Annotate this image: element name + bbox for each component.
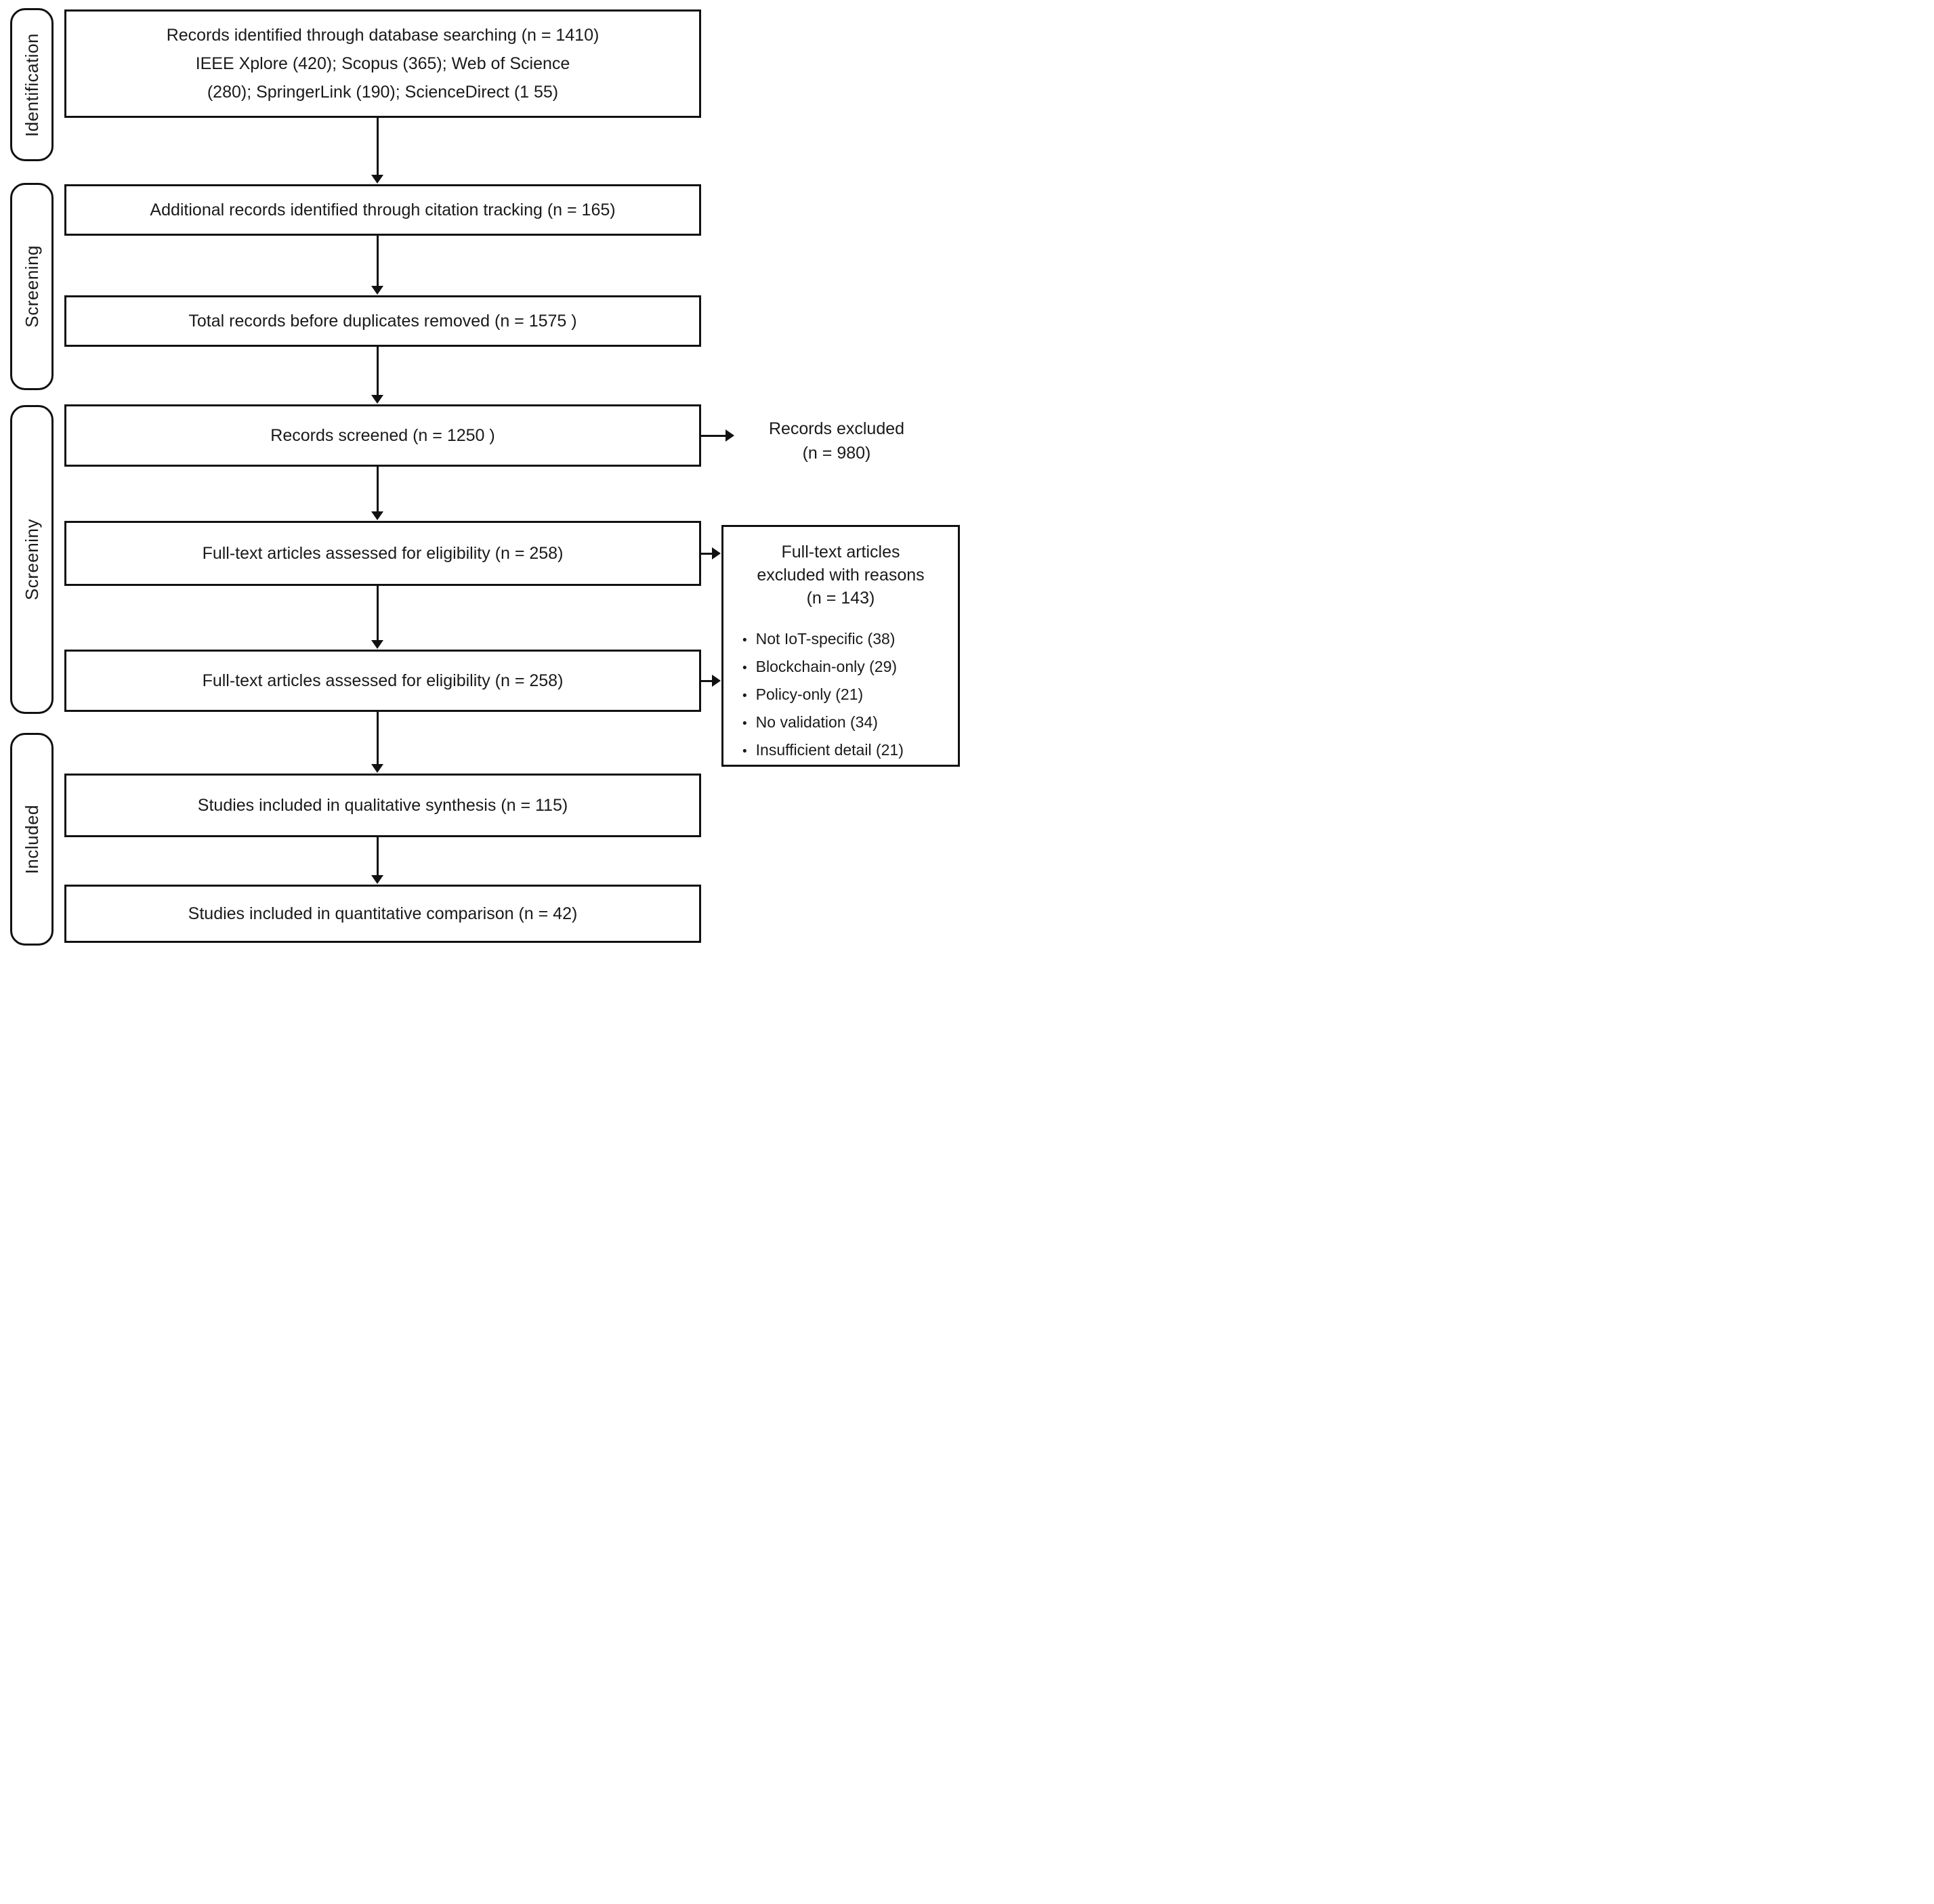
excluded-reasons-box: Full-text articles excluded with reasons… bbox=[721, 525, 960, 767]
quantitative-comparison-text: Studies included in quantitative compari… bbox=[188, 904, 578, 923]
records-identified-line3: (280); SpringerLink (190); ScienceDirect… bbox=[207, 83, 559, 102]
stage-label-identification: Identification bbox=[10, 8, 54, 161]
down-arrow-duplicates-to-screened bbox=[377, 347, 379, 396]
stage-label-screening: Screening bbox=[10, 183, 54, 390]
stage-label-screeniny: Screeniny bbox=[10, 405, 54, 714]
excluded-reasons-list: • Not IoT-specific (38) • Blockchain-onl… bbox=[723, 626, 958, 765]
qualitative-synthesis-text: Studies included in qualitative synthesi… bbox=[197, 796, 568, 815]
down-arrow-citation-to-duplicates bbox=[377, 236, 379, 287]
excluded-reason-text: Blockchain-only (29) bbox=[755, 658, 898, 675]
stage-label-screeniny-text: Screeniny bbox=[21, 518, 42, 601]
records-identified-line1: Records identified through database sear… bbox=[166, 26, 600, 45]
excluded-reason-item: • Insufficient detail (21) bbox=[742, 737, 951, 765]
before-duplicates-text: Total records before duplicates removed … bbox=[188, 312, 577, 331]
citation-tracking-text: Additional records identified through ci… bbox=[150, 200, 616, 219]
flow-box-quantitative-comparison: Studies included in quantitative compari… bbox=[64, 885, 701, 943]
excluded-reason-item: • Blockchain-only (29) bbox=[742, 654, 951, 681]
excluded-reason-text: Not IoT-specific (38) bbox=[755, 630, 896, 648]
records-screened-text: Records screened (n = 1250 ) bbox=[270, 426, 495, 445]
excluded-reasons-title-line2: excluded with reasons bbox=[757, 566, 925, 585]
records-excluded-line1: Records excluded bbox=[768, 419, 905, 438]
excluded-reasons-title: Full-text articles excluded with reasons… bbox=[723, 527, 958, 610]
bullet-icon: • bbox=[742, 717, 747, 731]
fulltext-eligibility-1-text: Full-text articles assessed for eligibil… bbox=[202, 544, 564, 563]
flow-box-records-screened: Records screened (n = 1250 ) bbox=[64, 404, 701, 467]
flow-box-qualitative-synthesis: Studies included in qualitative synthesi… bbox=[64, 774, 701, 837]
bullet-icon: • bbox=[742, 744, 747, 759]
excluded-reason-text: No validation (34) bbox=[755, 713, 878, 731]
fulltext-eligibility-2-text: Full-text articles assessed for eligibil… bbox=[202, 671, 564, 690]
excluded-reason-item: • Not IoT-specific (38) bbox=[742, 626, 951, 654]
prisma-flow-diagram: Identification Screening Screeniny Inclu… bbox=[0, 0, 967, 952]
branch-arrow-records-excluded bbox=[701, 435, 726, 437]
stage-label-included-text: Included bbox=[21, 804, 42, 874]
bullet-icon: • bbox=[742, 633, 747, 648]
down-arrow-screened-to-fulltext1 bbox=[377, 467, 379, 512]
records-identified-line2: IEEE Xplore (420); Scopus (365); Web of … bbox=[195, 54, 570, 73]
flow-box-fulltext-eligibility-2: Full-text articles assessed for eligibil… bbox=[64, 650, 701, 712]
down-arrow-qualitative-to-quantitative bbox=[377, 837, 379, 876]
stage-label-identification-text: Identification bbox=[21, 33, 42, 137]
excluded-reason-text: Insufficient detail (21) bbox=[755, 741, 904, 759]
excluded-reason-item: • Policy-only (21) bbox=[742, 681, 951, 709]
flow-box-fulltext-eligibility-1: Full-text articles assessed for eligibil… bbox=[64, 521, 701, 586]
branch-arrow-fulltext2-excluded bbox=[701, 680, 713, 682]
excluded-reason-item: • No validation (34) bbox=[742, 709, 951, 737]
excluded-reason-text: Policy-only (21) bbox=[755, 685, 864, 703]
bullet-icon: • bbox=[742, 689, 747, 703]
down-arrow-identified-to-citation bbox=[377, 118, 379, 175]
excluded-reasons-title-line1: Full-text articles bbox=[781, 543, 900, 562]
records-excluded-line2: (n = 980) bbox=[802, 444, 871, 463]
stage-label-included: Included bbox=[10, 733, 54, 946]
excluded-reasons-title-line3: (n = 143) bbox=[806, 589, 875, 608]
down-arrow-fulltext1-to-fulltext2 bbox=[377, 586, 379, 641]
down-arrow-fulltext2-to-qualitative bbox=[377, 712, 379, 765]
flow-box-records-identified: Records identified through database sear… bbox=[64, 9, 701, 118]
stage-label-screening-text: Screening bbox=[21, 245, 42, 328]
flow-box-before-duplicates: Total records before duplicates removed … bbox=[64, 295, 701, 347]
records-excluded-note: Records excluded (n = 980) bbox=[735, 417, 938, 465]
branch-arrow-fulltext1-excluded bbox=[701, 553, 713, 555]
bullet-icon: • bbox=[742, 661, 747, 675]
flow-box-citation-tracking: Additional records identified through ci… bbox=[64, 184, 701, 236]
